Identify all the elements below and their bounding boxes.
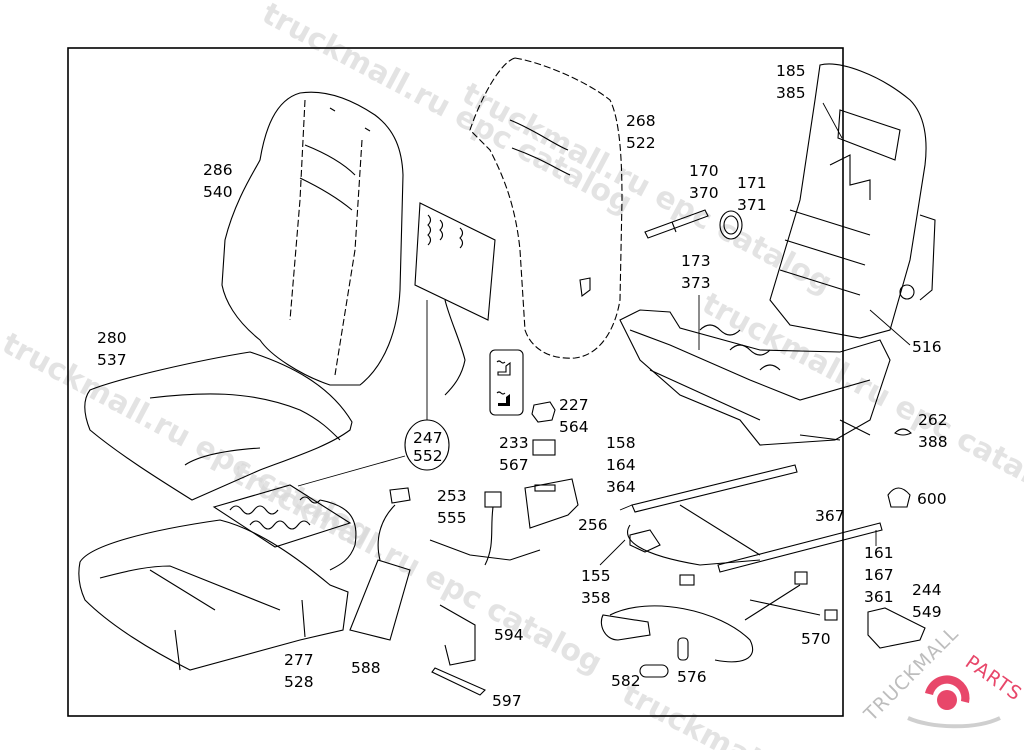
part-number-label[interactable]: 582: [611, 672, 641, 690]
gear-icon: [925, 675, 970, 703]
part-number-label[interactable]: 528: [284, 673, 314, 691]
part-number-label[interactable]: 158: [606, 434, 636, 452]
seat-heat-high-icon: [496, 391, 510, 406]
part-number-label[interactable]: 286: [203, 161, 233, 179]
seat-cushion-upper-left: [84, 351, 353, 501]
part-number-label[interactable]: 164: [606, 456, 636, 474]
part-number-label[interactable]: 161: [864, 544, 894, 562]
part-number-label[interactable]: 570: [801, 630, 831, 648]
logo-text-red: PARTS: [961, 651, 1024, 706]
part-number-label[interactable]: 600: [917, 490, 947, 508]
backrest-cover-left: [221, 91, 404, 386]
seat-cushion-lower: [78, 519, 349, 671]
part-number-label[interactable]: 364: [606, 478, 636, 496]
backrest-frame: [698, 63, 936, 350]
switch-227: [531, 401, 556, 423]
part-number-label[interactable]: 173: [681, 252, 711, 270]
part-number-label[interactable]: 185: [776, 62, 806, 80]
part-number-label[interactable]: 233: [499, 434, 529, 452]
control-unit-244: [867, 607, 926, 649]
part-number-label[interactable]: 597: [492, 692, 522, 710]
diagram-frame: [67, 47, 844, 717]
part-number-label[interactable]: 555: [437, 509, 467, 527]
seat-heat-low-icon: [496, 360, 511, 376]
part-number-label[interactable]: 268: [626, 112, 656, 130]
part-number-label[interactable]: 594: [494, 626, 524, 644]
cap-600: [887, 487, 911, 508]
switch-cap-233: [532, 439, 556, 456]
part-number-label[interactable]: 373: [681, 274, 711, 292]
part-number-label[interactable]: 253: [437, 487, 467, 505]
logo-swoosh: [907, 716, 1001, 729]
watermark-text: truckmall.ru epc catalog: [616, 676, 997, 750]
part-number-label[interactable]: 170: [689, 162, 719, 180]
part-number-label[interactable]: 277: [284, 651, 314, 669]
part-number-label[interactable]: 388: [918, 433, 948, 451]
part-number-label[interactable]: 385: [776, 84, 806, 102]
seat-heater-mat: [212, 455, 406, 571]
relay-253: [429, 491, 541, 566]
part-number-label[interactable]: 262: [918, 411, 948, 429]
trim-strip-597: [431, 667, 486, 696]
part-number-label[interactable]: 516: [912, 338, 942, 356]
part-number-label[interactable]: 567: [499, 456, 529, 474]
logo-text-gray: TRUCKMALL: [859, 622, 963, 726]
callout-circle-247: [404, 419, 450, 471]
part-number-label[interactable]: 361: [864, 588, 894, 606]
plug-582: [639, 664, 669, 678]
heater-switch-panel: [489, 349, 524, 416]
cap-576: [677, 637, 689, 661]
part-number-label[interactable]: 549: [912, 603, 942, 621]
part-number-label[interactable]: 588: [351, 659, 381, 677]
seat-frame: [619, 309, 891, 446]
part-number-label[interactable]: 358: [581, 589, 611, 607]
gear-hub: [937, 690, 957, 710]
part-number-label[interactable]: 171: [737, 174, 767, 192]
switch-housing-256: [524, 478, 579, 529]
part-number-label[interactable]: 367: [815, 507, 845, 525]
watermark-text: truckmall.ru epc catalog: [456, 76, 837, 301]
part-labels: 286 540 280 537 268 522 170 370 171 371 185 385 173 3…: [97, 62, 948, 710]
part-number-label[interactable]: 522: [626, 134, 656, 152]
part-number-label[interactable]: 227: [559, 396, 589, 414]
part-number-label[interactable]: 540: [203, 183, 233, 201]
part-number-label[interactable]: 167: [864, 566, 894, 584]
part-number-label[interactable]: 256: [578, 516, 608, 534]
towel-bar-155: [599, 524, 761, 566]
backrest-cover-center: [414, 57, 623, 420]
part-number-label[interactable]: 537: [97, 351, 127, 369]
watermark-text: truckmall.ru epc catalog: [256, 0, 637, 221]
watermark-text: truckmall.ru epc catalog: [226, 456, 607, 681]
part-number-label[interactable]: 247: [413, 429, 443, 447]
clip-262: [894, 428, 912, 436]
part-number-label[interactable]: 564: [559, 418, 589, 436]
part-number-label[interactable]: 155: [581, 567, 611, 585]
motor-588: [349, 487, 411, 641]
part-number-label[interactable]: 576: [677, 668, 707, 686]
part-number-label[interactable]: 370: [689, 184, 719, 202]
part-number-label[interactable]: 280: [97, 329, 127, 347]
part-number-label[interactable]: 244: [912, 581, 942, 599]
round-knob: [719, 210, 743, 240]
part-number-label[interactable]: 371: [737, 196, 767, 214]
part-number-label[interactable]: 552: [413, 447, 443, 465]
wiring-harness-570: [600, 571, 838, 663]
seat-rails: [619, 464, 883, 573]
bracket-594: [439, 604, 476, 666]
truckmall-parts-logo: TRUCKMALL PARTS: [859, 622, 1024, 729]
gas-spring: [644, 209, 709, 239]
